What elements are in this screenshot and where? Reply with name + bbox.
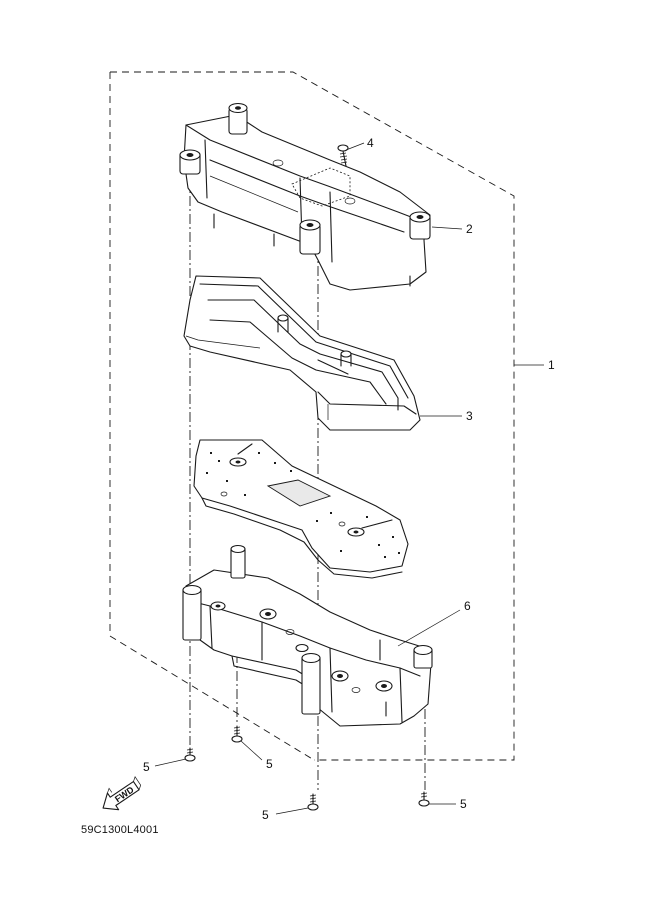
callout-2: 2 <box>466 222 473 236</box>
lower-case-gear-2 <box>210 601 226 611</box>
lower-case-post-top <box>230 544 246 579</box>
callout-1: 1 <box>548 358 555 372</box>
upper-case-boss-top <box>228 102 248 135</box>
callout-3: 3 <box>466 409 473 423</box>
diagram-code: 59C1300L4001 <box>81 824 159 836</box>
meter-board <box>193 439 409 579</box>
screw-top[interactable] <box>337 144 349 167</box>
callout-6: 6 <box>464 599 471 613</box>
upper-case-boss-left <box>179 149 201 175</box>
screw-mid-left[interactable] <box>231 725 243 743</box>
fwd-arrow-icon: FWD <box>102 776 142 811</box>
callout-5b: 5 <box>266 757 273 771</box>
callout-5c: 5 <box>262 808 269 822</box>
assembly-boundary <box>109 71 515 761</box>
screw-center[interactable] <box>307 793 319 811</box>
screw-left[interactable] <box>184 747 196 762</box>
lower-case-gear-3 <box>331 670 349 682</box>
callout-4: 4 <box>367 136 374 150</box>
lower-case-post-left <box>182 584 202 641</box>
lower-case[interactable] <box>182 544 433 727</box>
lower-case-post-center <box>301 652 321 715</box>
lower-case-gear-1 <box>259 608 277 620</box>
callout-5a: 5 <box>143 760 150 774</box>
screw-right[interactable] <box>418 791 430 807</box>
lens-frame[interactable] <box>183 275 421 431</box>
lower-case-gear-4 <box>375 680 393 692</box>
upper-case-boss-right <box>409 211 431 240</box>
leader-lines <box>154 142 544 815</box>
upper-case-boss-center <box>299 219 321 255</box>
callout-5d: 5 <box>460 797 467 811</box>
upper-case[interactable] <box>179 102 431 291</box>
lower-case-post-right <box>413 644 433 669</box>
